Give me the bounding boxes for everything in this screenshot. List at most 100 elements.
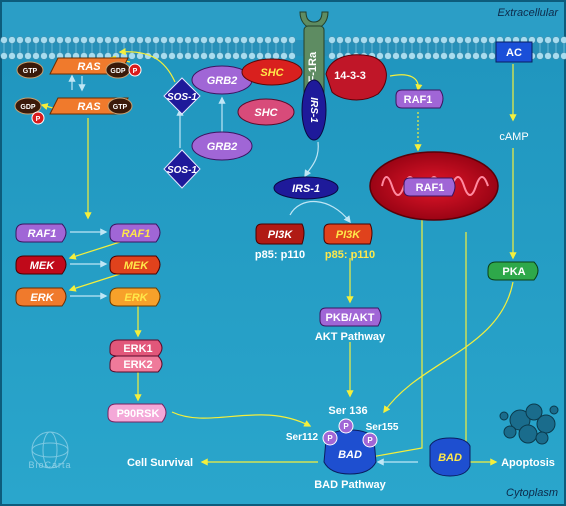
lipid-head (160, 52, 168, 60)
lipid-head (0, 52, 8, 60)
raf1-mito-node[interactable]: RAF1 (403, 177, 456, 197)
lipid-head (248, 36, 256, 44)
lipid-head (24, 36, 32, 44)
lipid-head (552, 36, 560, 44)
lipid-head (360, 36, 368, 44)
mek-left-node[interactable]: MEK (15, 255, 67, 275)
lipid-head (368, 36, 376, 44)
lipid-head (264, 52, 272, 60)
shc-top-node[interactable]: SHC (241, 58, 303, 86)
bad-pathway-label[interactable]: BAD Pathway (314, 479, 386, 491)
ac-node[interactable]: AC (495, 41, 533, 63)
cell-survival-label: Cell Survival (127, 457, 193, 469)
lipid-head (0, 36, 8, 44)
lipid-head (272, 52, 280, 60)
lipid-head (328, 36, 336, 44)
pkb-akt-node[interactable]: PKB/AKT (319, 307, 382, 327)
pi3k-right-node[interactable]: PI3K (323, 223, 373, 245)
lipid-head (408, 52, 416, 60)
arrow-raf1-to-mek (68, 241, 121, 260)
lipid-head (40, 52, 48, 60)
protein-14-3-3[interactable]: 14-3-3 (325, 54, 387, 101)
lipid-head (392, 52, 400, 60)
lipid-head (208, 36, 216, 44)
svg-text:GDP: GDP (110, 68, 126, 75)
shc-bottom-node[interactable]: SHC (237, 98, 295, 126)
arrow-mito-to-bad (352, 218, 423, 463)
lipid-head (544, 36, 552, 44)
lipid-head (184, 36, 192, 44)
lipid-head (160, 36, 168, 44)
lipid-head (264, 36, 272, 44)
lipid-head (168, 52, 176, 60)
svg-text:GTP: GTP (23, 68, 38, 75)
svg-text:BAD: BAD (338, 449, 362, 461)
sos1-bottom-node[interactable]: SOS-1 (163, 149, 201, 189)
svg-text:RAS: RAS (77, 101, 101, 113)
svg-text:GRB2: GRB2 (207, 141, 238, 153)
lipid-head (472, 52, 480, 60)
grb2-bottom-node[interactable]: GRB2 (191, 131, 253, 161)
lipid-head (176, 36, 184, 44)
erk1-node[interactable]: ERK1 (109, 339, 163, 357)
lipid-head (168, 36, 176, 44)
lipid-head (280, 52, 288, 60)
lipid-head (96, 36, 104, 44)
akt-pathway-label[interactable]: AKT Pathway (315, 331, 386, 343)
lipid-head (232, 36, 240, 44)
lipid-head (192, 52, 200, 60)
lipid-head (472, 36, 480, 44)
irs1-receptor-node[interactable]: IRS-1 (301, 79, 327, 141)
svg-text:BioCarta: BioCarta (28, 460, 71, 470)
lipid-head (16, 52, 24, 60)
svg-text:GDP: GDP (20, 104, 36, 111)
erk-left-node[interactable]: ERK (15, 287, 67, 307)
raf1-left-node[interactable]: RAF1 (15, 223, 67, 243)
lipid-head (400, 52, 408, 60)
p-bad-ser136: P (338, 418, 354, 434)
lipid-head (376, 36, 384, 44)
lipid-head (432, 36, 440, 44)
lipid-head (144, 36, 152, 44)
pka-node[interactable]: PKA (487, 261, 539, 281)
svg-text:RAF1: RAF1 (28, 228, 57, 240)
arrow-pka-to-bad (383, 281, 514, 414)
mek-right-node[interactable]: MEK (109, 255, 161, 275)
lipid-head (336, 36, 344, 44)
lipid-head (88, 36, 96, 44)
p90rsk-node[interactable]: P90RSK (107, 403, 167, 423)
lipid-head (240, 36, 248, 44)
lipid-head (32, 36, 40, 44)
raf1-right-node[interactable]: RAF1 (109, 223, 161, 243)
svg-text:SOS-1: SOS-1 (167, 92, 197, 103)
bad-right-node[interactable]: BAD (429, 437, 471, 477)
pi3k-left-node[interactable]: PI3K (255, 223, 305, 245)
lipid-head (344, 36, 352, 44)
lipid-head (456, 36, 464, 44)
lipid-head (128, 52, 136, 60)
svg-text:P90RSK: P90RSK (117, 408, 160, 420)
erk2-node[interactable]: ERK2 (109, 355, 163, 373)
gdp-left-tag: GDP (14, 97, 42, 115)
raf1-top-node[interactable]: RAF1 (395, 89, 444, 109)
svg-text:MEK: MEK (30, 260, 56, 272)
svg-text:14-3-3: 14-3-3 (334, 70, 366, 82)
lipid-head (560, 52, 566, 60)
lipid-head (120, 36, 128, 44)
svg-text:P: P (36, 116, 41, 123)
lipid-head (248, 52, 256, 60)
lipid-head (384, 52, 392, 60)
lipid-head (192, 36, 200, 44)
erk-right-node[interactable]: ERK (109, 287, 161, 307)
extracellular-label: Extracellular (497, 7, 559, 19)
lipid-head (136, 36, 144, 44)
lipid-head (280, 36, 288, 44)
lipid-head (128, 36, 136, 44)
lipid-head (48, 52, 56, 60)
irs1-mid-node[interactable]: IRS-1 (273, 176, 339, 200)
lipid-head (440, 36, 448, 44)
sos1-top-node[interactable]: SOS-1 (163, 77, 201, 115)
biocarta-logo: BioCarta (28, 431, 71, 470)
lipid-head (448, 36, 456, 44)
